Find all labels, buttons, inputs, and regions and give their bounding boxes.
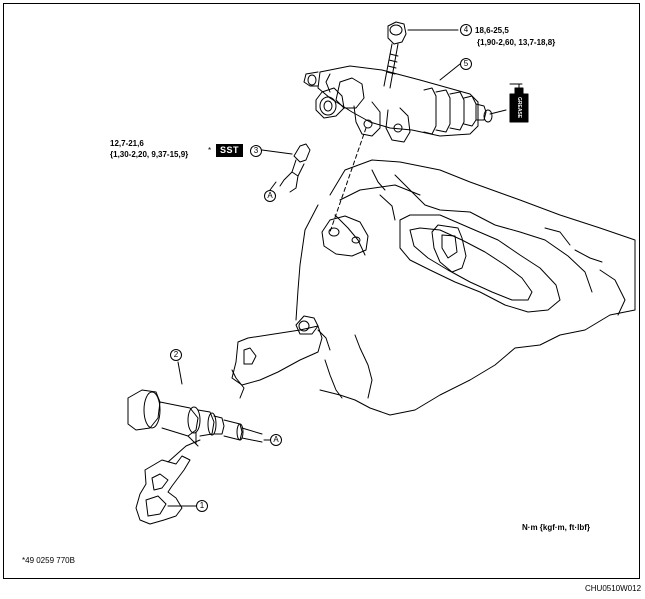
dust-boot-part-1 [135, 439, 201, 525]
callout-5: 5 [460, 58, 472, 70]
torque-bolt-line1: 18,6-25,5 [475, 26, 509, 35]
callout-1: 1 [196, 500, 208, 512]
bolt-part-4 [383, 21, 407, 89]
grease-can-icon [509, 83, 529, 123]
grease-label: GREASE [516, 97, 522, 119]
sst-badge: SST [216, 144, 244, 157]
callout-3: 3 [250, 145, 262, 157]
release-fork-bracket [231, 315, 331, 399]
slave-cylinder-part-5 [279, 65, 493, 193]
figure-frame [3, 3, 640, 579]
figure-code: CHU0510W012 [585, 584, 642, 593]
torque-fitting-line1: 12,7-21,6 [110, 139, 144, 148]
torque-bolt-line2: {1,90-2,60, 13,7-18,8} [477, 38, 556, 47]
sst-part-number: *49 0259 770B [22, 556, 75, 565]
callout-4: 4 [460, 24, 472, 36]
leader-lines [167, 29, 507, 507]
sst-asterisk: * [208, 146, 212, 155]
callout-a-top: A [264, 190, 276, 202]
torque-fitting-line2: {1,30-2,20, 9,37-15,9} [110, 150, 189, 159]
units-note: N·m {kgf·m, ft·lbf} [522, 523, 590, 532]
callout-2: 2 [170, 349, 182, 361]
callout-a-bottom: A [270, 434, 282, 446]
transmission-housing [295, 159, 636, 416]
clutch-pipe-part-2 [127, 389, 263, 447]
